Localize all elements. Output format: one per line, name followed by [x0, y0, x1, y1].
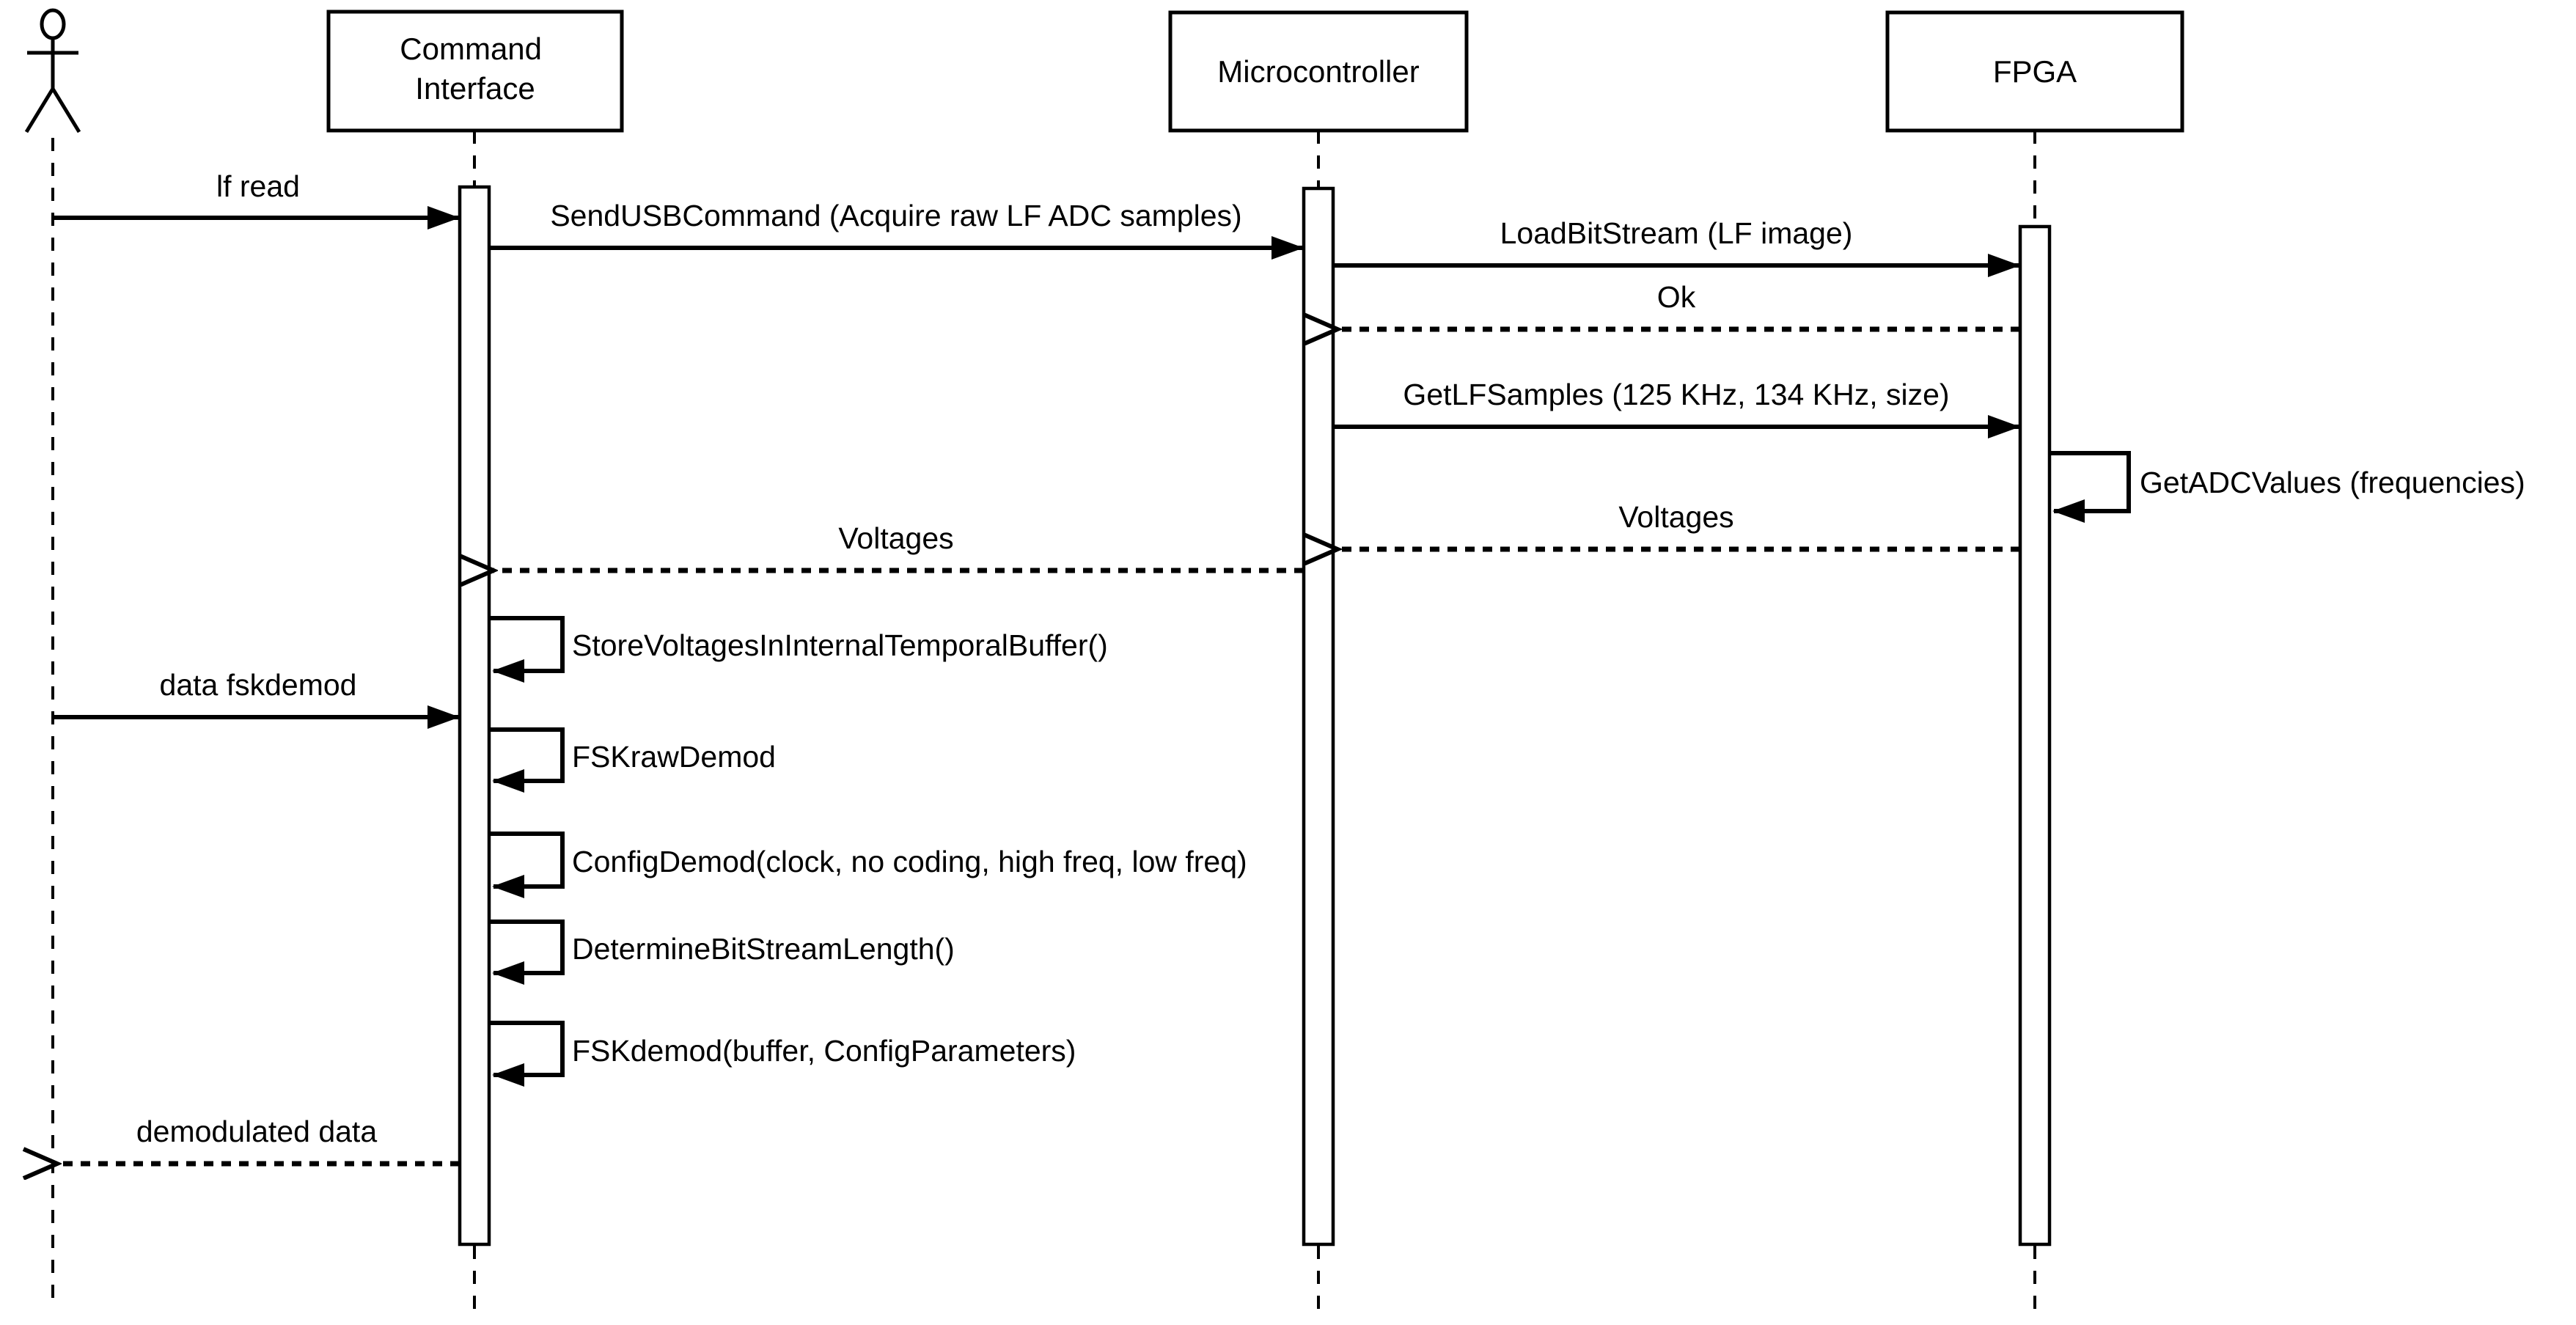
message-lf-read: lf read — [53, 169, 460, 230]
message-label: Ok — [1657, 280, 1696, 314]
participant-label-fpga: FPGA — [1993, 54, 2077, 89]
message-label: SendUSBCommand (Acquire raw LF ADC sampl… — [550, 199, 1241, 232]
message-label: DetermineBitStreamLength() — [572, 932, 955, 966]
message-get-lf-samples: GetLFSamples (125 KHz, 134 KHz, size) — [1333, 378, 2020, 438]
message-label: demodulated data — [136, 1115, 377, 1148]
message-get-adc-values-self: GetADCValues (frequencies) — [2050, 451, 2525, 523]
actor-icon — [24, 8, 81, 133]
message-label: GetLFSamples (125 KHz, 134 KHz, size) — [1403, 378, 1949, 411]
message-configdemod-self: ConfigDemod(clock, no coding, high freq,… — [489, 832, 1247, 898]
message-label: lf read — [216, 169, 300, 203]
actor-right-leg — [51, 87, 81, 133]
participant-label-command-interface: Command Interface — [400, 32, 550, 106]
message-data-fskdemod: data fskdemod — [53, 668, 460, 729]
message-label: ConfigDemod(clock, no coding, high freq,… — [572, 845, 1247, 878]
message-label: StoreVoltagesInInternalTemporalBuffer() — [572, 628, 1108, 662]
message-fskdemod-self: FSKdemod(buffer, ConfigParameters) — [489, 1021, 1076, 1087]
message-load-bitstream: LoadBitStream (LF image) — [1333, 216, 2020, 277]
message-send-usb-command: SendUSBCommand (Acquire raw LF ADC sampl… — [489, 199, 1304, 260]
activation-bar-microcontroller — [1302, 186, 1335, 1247]
message-demodulated-data-return: demodulated data — [57, 1115, 460, 1164]
message-store-voltages-self: StoreVoltagesInInternalTemporalBuffer() — [489, 616, 1108, 683]
participant-label-microcontroller: Microcontroller — [1217, 54, 1419, 89]
actor-left-leg — [24, 87, 55, 133]
message-line — [489, 920, 565, 985]
message-line — [489, 832, 565, 898]
message-label: FSKdemod(buffer, ConfigParameters) — [572, 1034, 1076, 1068]
message-ok-return: Ok — [1337, 280, 2020, 329]
message-line — [489, 727, 565, 793]
message-line — [489, 1021, 565, 1087]
participant-label-line1: Command — [400, 32, 542, 66]
message-determine-bitstream-length-self: DetermineBitStreamLength() — [489, 920, 955, 985]
message-voltages-mc-return: Voltages — [493, 521, 1304, 570]
participant-box-microcontroller — [1168, 10, 1469, 133]
participant-box-command-interface — [326, 10, 624, 133]
message-label: Voltages — [838, 521, 953, 555]
message-label: GetADCValues (frequencies) — [2140, 466, 2525, 499]
message-label: Voltages — [1618, 500, 1733, 534]
message-label: LoadBitStream (LF image) — [1500, 216, 1853, 250]
message-line — [2050, 451, 2131, 523]
message-line — [489, 616, 565, 683]
activation-bar-fpga — [2018, 224, 2052, 1247]
message-label: FSKrawDemod — [572, 740, 776, 774]
participant-label-line2: Interface — [415, 71, 535, 106]
actor-head — [40, 8, 66, 40]
message-voltages-fpga-return: Voltages — [1337, 500, 2020, 549]
message-fskrawdemod-self: FSKrawDemod — [489, 727, 776, 793]
message-label: data fskdemod — [160, 668, 357, 702]
activation-bar-command-interface — [458, 185, 491, 1247]
